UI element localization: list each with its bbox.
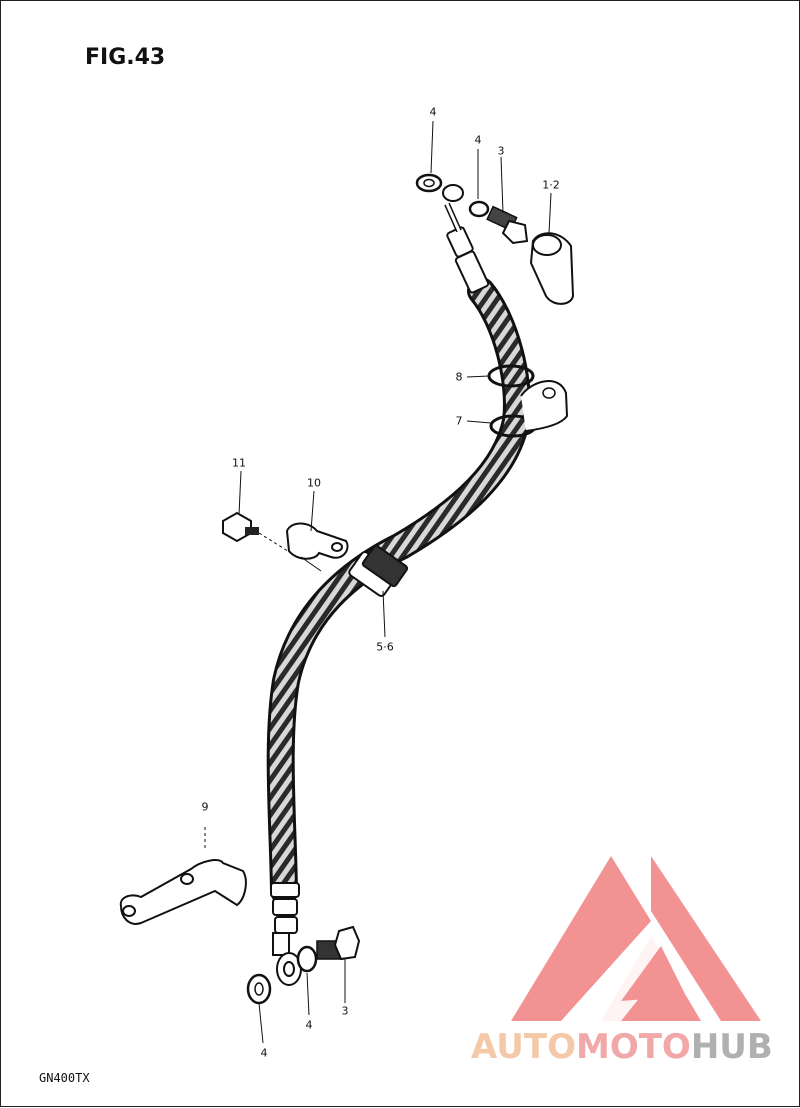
- lower-hose-fitting: [270, 882, 302, 986]
- callout-7: 7: [455, 414, 463, 428]
- grommet-7-bracket: [489, 380, 569, 438]
- union-bolt-top: [486, 205, 529, 245]
- lower-washer-right: [296, 945, 318, 973]
- callout-1-2: 1·2: [542, 178, 560, 192]
- watermark-part-auto: AUTO: [471, 1027, 576, 1067]
- brake-hose: [266, 277, 531, 905]
- watermark-logo: [511, 856, 761, 1021]
- lower-washer-left: [246, 973, 272, 1005]
- watermark-wordmark: AUTOMOTOHUB: [471, 1027, 773, 1067]
- upper-hose-fitting: [442, 184, 490, 294]
- hose-clamp-10: [285, 522, 349, 560]
- hose-sleeve-5-6: [348, 544, 409, 597]
- callout-8: 8: [455, 370, 463, 384]
- top-washer-right: [468, 200, 490, 218]
- callout-9: 9: [201, 800, 209, 814]
- callout-11: 11: [232, 456, 246, 470]
- callout-3-top: 3: [497, 144, 505, 158]
- top-washer-left: [415, 173, 443, 193]
- watermark-part-moto: MOTO: [575, 1027, 691, 1067]
- callout-10: 10: [307, 476, 321, 490]
- bleeder-cap: [529, 232, 575, 305]
- callout-4-top-right: 4: [474, 133, 482, 147]
- model-code: GN400TX: [39, 1071, 90, 1085]
- watermark-part-hub: HUB: [690, 1027, 773, 1067]
- callout-3-bottom: 3: [341, 1004, 349, 1018]
- callout-5-6: 5·6: [376, 640, 394, 654]
- callout-4-bottom-right: 4: [305, 1018, 313, 1032]
- callout-4-top-left: 4: [429, 105, 437, 119]
- clamp-bolt-11: [222, 511, 322, 572]
- leader-lines: [238, 120, 552, 1044]
- union-bolt-bottom: [316, 925, 361, 961]
- lower-bracket-9: [119, 827, 247, 925]
- callout-4-bottom-left: 4: [260, 1046, 268, 1060]
- figure-title: FIG.43: [85, 45, 166, 70]
